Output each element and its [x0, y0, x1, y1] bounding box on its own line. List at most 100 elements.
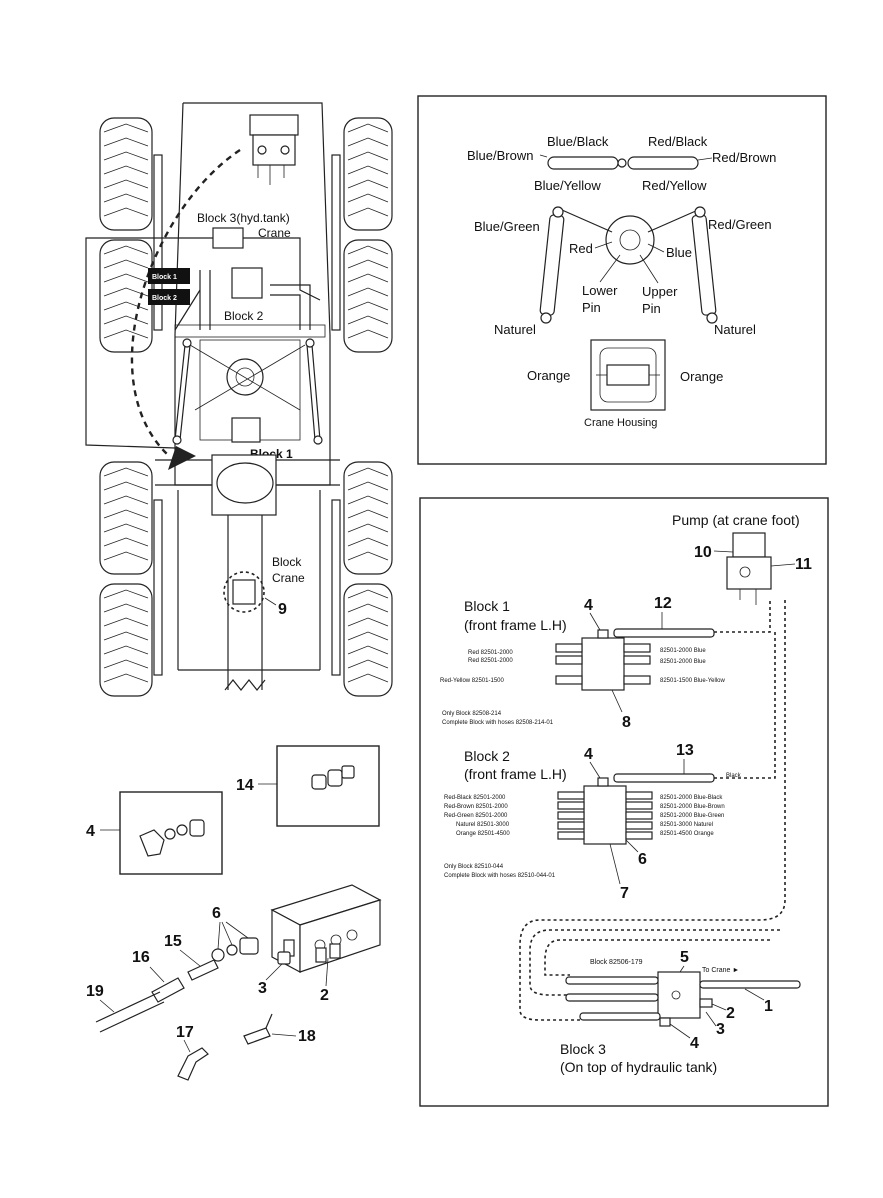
block2-chassis-label: Block 2	[224, 309, 264, 323]
svg-text:Block 1: Block 1	[152, 274, 177, 281]
svg-text:Orange: Orange	[527, 368, 570, 383]
svg-text:4: 4	[86, 823, 95, 840]
svg-text:(front frame L.H): (front frame L.H)	[464, 617, 567, 633]
svg-text:6: 6	[638, 851, 647, 868]
tire-right-2	[343, 239, 393, 353]
svg-text:Blue/Black: Blue/Black	[547, 134, 609, 149]
svg-text:Complete Block with hoses 8250: Complete Block with hoses 82508-214-01	[442, 720, 554, 726]
svg-text:82501-3000 Naturel: 82501-3000 Naturel	[660, 822, 713, 828]
svg-text:Lower: Lower	[582, 283, 618, 298]
detail-box-4	[119, 791, 223, 875]
hose-19	[95, 991, 165, 1033]
svg-text:Red-Brown 82501-2000: Red-Brown 82501-2000	[444, 804, 508, 810]
route-arrow-icon	[168, 446, 196, 470]
svg-text:4: 4	[584, 597, 593, 614]
svg-text:82501-2000 Blue-Black: 82501-2000 Blue-Black	[660, 795, 723, 801]
svg-text:Only Block 82508-214: Only Block 82508-214	[442, 711, 502, 717]
svg-text:4: 4	[584, 746, 593, 763]
tire-left-4	[99, 583, 153, 697]
svg-text:8: 8	[622, 714, 631, 731]
svg-text:Blue/Brown: Blue/Brown	[467, 148, 533, 163]
svg-text:3: 3	[258, 980, 267, 997]
tire-right-3	[343, 461, 393, 575]
svg-text:7: 7	[620, 885, 629, 902]
tag-block1	[148, 268, 190, 284]
svg-text:(front frame L.H): (front frame L.H)	[464, 766, 567, 782]
svg-text:12: 12	[654, 595, 672, 612]
tire-left-1	[99, 117, 153, 231]
svg-text:82501-2000 Blue-Brown: 82501-2000 Blue-Brown	[660, 804, 725, 810]
block2-manifold	[583, 785, 627, 845]
svg-text:Blue: Blue	[666, 245, 692, 260]
detail-box-14	[276, 745, 380, 827]
turntable	[226, 358, 264, 396]
svg-text:82501-2000 Blue: 82501-2000 Blue	[660, 648, 706, 654]
block1-chassis	[231, 417, 261, 443]
svg-text:Red/Yellow: Red/Yellow	[642, 178, 707, 193]
svg-text:10: 10	[694, 544, 712, 561]
svg-text:Block: Block	[272, 555, 302, 569]
svg-text:15: 15	[164, 933, 182, 950]
svg-text:82501-4500 Orange: 82501-4500 Orange	[660, 831, 714, 837]
svg-text:Red-Green 82501-2000: Red-Green 82501-2000	[444, 813, 508, 819]
svg-text:Block 1: Block 1	[464, 598, 510, 614]
svg-text:Red/Black: Red/Black	[648, 134, 708, 149]
dashed-hose-1	[714, 600, 771, 633]
elbow-17	[177, 1047, 209, 1081]
block3-chassis	[212, 227, 244, 249]
block2-chassis	[231, 267, 263, 299]
svg-text:Blue/Yellow: Blue/Yellow	[534, 178, 601, 193]
svg-text:14: 14	[236, 777, 254, 794]
color-map-panel: Blue/Black Red/Black Blue/Brown Red/Brow…	[417, 95, 827, 465]
svg-text:Naturel: Naturel	[714, 322, 756, 337]
svg-text:Pin: Pin	[642, 301, 661, 316]
svg-text:Black: Black	[726, 773, 742, 779]
svg-text:Orange: Orange	[680, 369, 723, 384]
svg-text:Red 82501-2000: Red 82501-2000	[468, 658, 513, 664]
svg-text:Crane Housing: Crane Housing	[584, 417, 657, 429]
tire-left-2	[99, 239, 153, 353]
svg-text:2: 2	[320, 987, 329, 1004]
svg-text:2: 2	[726, 1005, 735, 1022]
svg-text:Naturel: Naturel	[494, 322, 536, 337]
svg-text:Red/Green: Red/Green	[708, 217, 772, 232]
svg-text:(On top of hydraulic tank): (On top of hydraulic tank)	[560, 1059, 717, 1075]
chassis-view: Block 3(hyd.tank) Crane Block 1 Block 2 …	[85, 102, 393, 697]
hydraulic-panel: Pump (at crane foot) 10 11 Block 1 (fron…	[419, 497, 829, 1107]
svg-text:19: 19	[86, 983, 104, 1000]
svg-text:Red: Red	[569, 241, 593, 256]
svg-text:6: 6	[212, 905, 221, 922]
svg-text:Pump (at crane foot): Pump (at crane foot)	[672, 512, 800, 528]
block1-manifold	[581, 637, 625, 691]
hydraulic-tank-block	[249, 114, 299, 185]
svg-text:11: 11	[795, 556, 812, 573]
svg-text:1: 1	[764, 998, 773, 1015]
svg-text:Orange 82501-4500: Orange 82501-4500	[456, 831, 510, 837]
svg-text:17: 17	[176, 1024, 194, 1041]
hose-12	[613, 628, 715, 638]
svg-text:Naturel 82501-3000: Naturel 82501-3000	[456, 822, 510, 828]
svg-text:Block 2: Block 2	[152, 295, 177, 302]
pump	[732, 532, 766, 558]
svg-text:Red-Black 82501-2000: Red-Black 82501-2000	[444, 795, 506, 801]
svg-text:Only Block 82510-044: Only Block 82510-044	[444, 864, 504, 870]
block3-manifold	[657, 971, 701, 1019]
svg-text:Upper: Upper	[642, 284, 678, 299]
svg-text:Complete Block with hoses 8251: Complete Block with hoses 82510-044-01	[444, 873, 556, 879]
hose-13	[613, 773, 715, 783]
tire-right-4	[343, 583, 393, 697]
svg-text:18: 18	[298, 1028, 316, 1045]
svg-text:Red/Brown: Red/Brown	[712, 150, 776, 165]
svg-text:4: 4	[690, 1035, 699, 1052]
fitting-15	[187, 959, 219, 981]
tag-block2	[148, 289, 190, 305]
svg-text:5: 5	[680, 949, 689, 966]
tire-right-1	[343, 117, 393, 231]
svg-text:Pin: Pin	[582, 300, 601, 315]
svg-text:Blue/Green: Blue/Green	[474, 219, 540, 234]
block-crane	[232, 579, 256, 605]
svg-text:3: 3	[716, 1021, 725, 1038]
tire-left-3	[99, 461, 153, 575]
svg-text:16: 16	[132, 949, 150, 966]
